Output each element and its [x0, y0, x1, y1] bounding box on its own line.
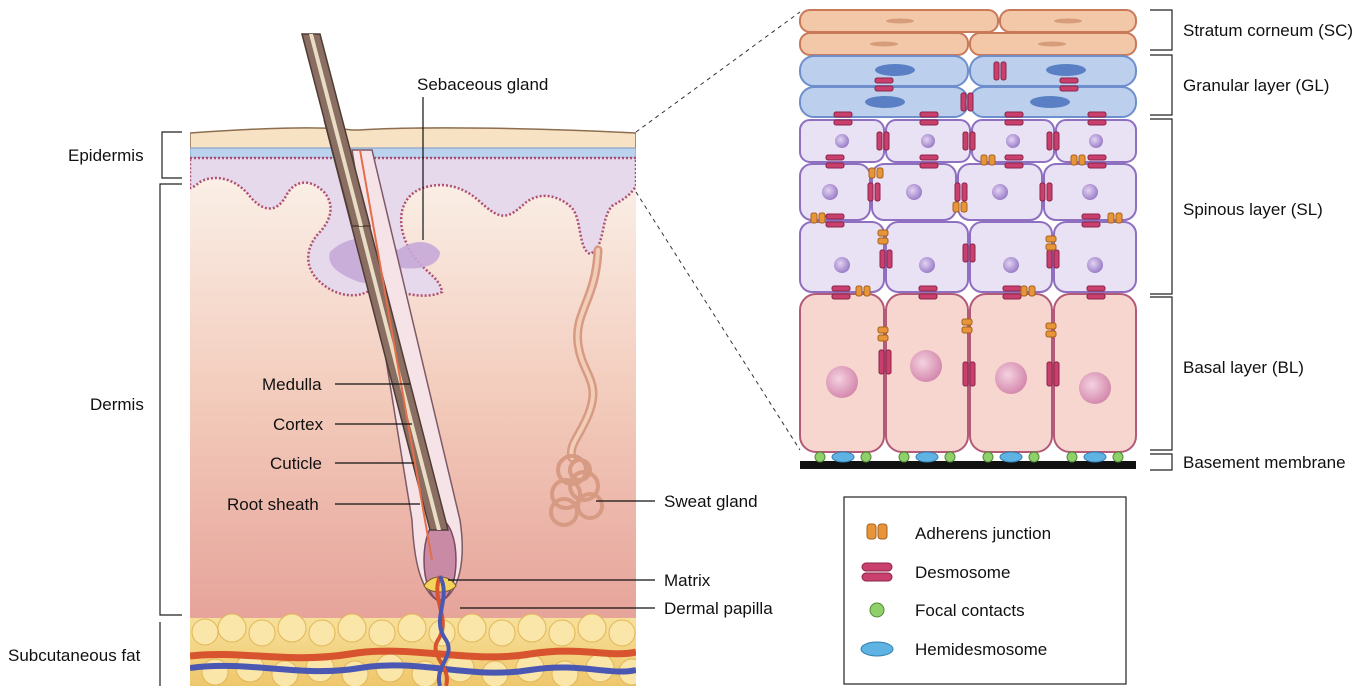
- label-granular-layer: Granular layer (GL): [1183, 76, 1329, 95]
- epidermal-layers: [799, 9, 1137, 469]
- label-basal-layer: Basal layer (BL): [1183, 358, 1304, 377]
- label-root-sheath: Root sheath: [227, 495, 319, 514]
- stratum-corneum: [799, 9, 1137, 56]
- legend-label-hemidesmosome: Hemidesmosome: [915, 640, 1047, 659]
- epidermis-cells: [190, 147, 636, 159]
- right-brackets: [1150, 9, 1173, 471]
- label-dermal-papilla: Dermal papilla: [664, 599, 773, 618]
- label-cortex: Cortex: [273, 415, 324, 434]
- hemidesmosome-icon: [860, 641, 894, 657]
- hair-leader-lines: [335, 97, 655, 609]
- label-basement-membrane: Basement membrane: [1183, 453, 1346, 472]
- left-brackets: [159, 131, 182, 686]
- legend-label-adherens: Adherens junction: [915, 524, 1051, 543]
- label-dermis: Dermis: [90, 395, 144, 414]
- sweat-gland-coil: [549, 454, 604, 527]
- skin-cross-section: [190, 120, 636, 686]
- label-spinous-layer: Spinous layer (SL): [1183, 200, 1323, 219]
- desmosomes: [825, 61, 1107, 387]
- hair-medulla-upper: [309, 34, 363, 226]
- legend: Adherens junction Desmosome Focal contac…: [843, 496, 1127, 685]
- label-matrix: Matrix: [664, 571, 711, 590]
- basal-nuclei: [826, 350, 1111, 404]
- spinous-nuclei: [822, 134, 1103, 273]
- label-medulla: Medulla: [262, 375, 322, 394]
- label-sebaceous-gland: Sebaceous gland: [417, 75, 548, 94]
- hemidesmosomes: [831, 451, 1107, 463]
- adherens-junction-icon: [866, 523, 888, 540]
- label-subcutaneous-fat: Subcutaneous fat: [8, 646, 141, 665]
- legend-label-desmosome: Desmosome: [915, 563, 1010, 582]
- matrix: [423, 576, 457, 593]
- rete-ridges: [190, 156, 636, 297]
- focal-contacts: [814, 451, 1124, 463]
- granular-nuclei: [865, 64, 1086, 108]
- zoom-lines: [635, 11, 801, 451]
- epidermis-surface: [190, 127, 636, 151]
- legend-label-focal: Focal contacts: [915, 601, 1025, 620]
- label-cuticle: Cuticle: [270, 454, 322, 473]
- papilla-artery: [433, 575, 449, 686]
- label-epidermis: Epidermis: [68, 146, 144, 165]
- artery: [190, 647, 636, 662]
- cortex-line: [359, 149, 433, 561]
- focal-contact-icon: [869, 602, 885, 618]
- corneum-remnants: [870, 18, 1082, 47]
- label-stratum-corneum: Stratum corneum (SC): [1183, 21, 1353, 40]
- basement-membrane: [800, 461, 1136, 469]
- papilla-vein: [436, 575, 451, 686]
- vein: [190, 662, 636, 676]
- adherens-junctions: [810, 154, 1123, 342]
- desmosome-icon: [861, 562, 893, 582]
- sweat-duct-inner: [569, 248, 600, 460]
- label-sweat-gland: Sweat gland: [664, 492, 758, 511]
